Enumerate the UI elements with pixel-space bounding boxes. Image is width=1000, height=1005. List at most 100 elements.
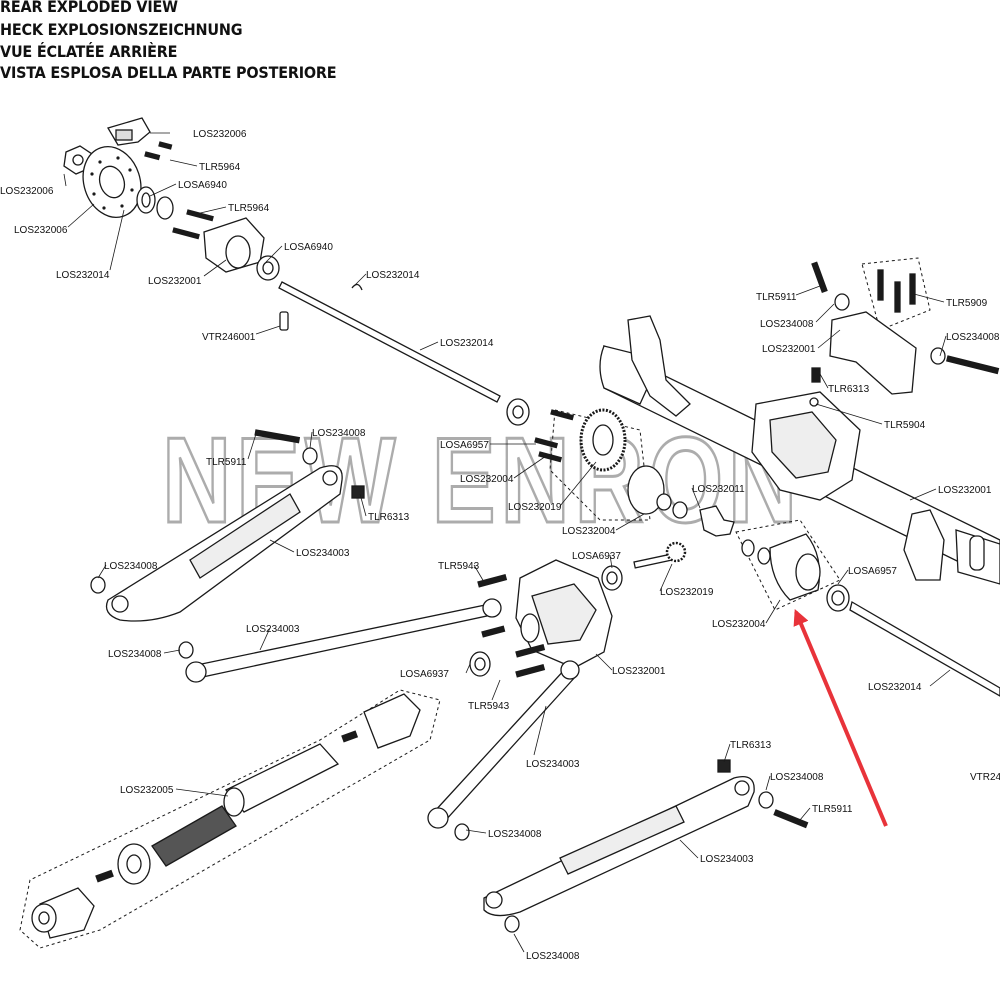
part-label: LOS232004: [712, 619, 766, 630]
part-label: VTR246001: [202, 332, 256, 343]
axle-bracket-right: [903, 509, 945, 581]
part-label: TLR5943: [438, 561, 480, 572]
part-label: LOS232001: [762, 344, 816, 355]
leader-line: [615, 513, 645, 531]
leader-line: [419, 341, 439, 351]
screws-tlr5964: [144, 141, 214, 240]
part-label: LOS232006: [14, 225, 68, 236]
leader-line: [799, 807, 811, 821]
spacer-ring: [156, 196, 174, 220]
part-label: TLR5911: [206, 457, 247, 468]
part-label: LOS234008: [108, 649, 162, 660]
leader-line: [247, 433, 257, 460]
leader-line: [815, 403, 883, 425]
part-label: LOS234008: [770, 772, 824, 783]
part-label: LOS232004: [562, 526, 616, 537]
tlr5909-box: [861, 257, 931, 331]
leader-line: [169, 159, 198, 167]
leader-line: [269, 539, 295, 553]
output-shaft-right: [849, 601, 1000, 697]
part-label: LOS232014: [366, 270, 420, 281]
part-label: LOS232001: [938, 485, 992, 496]
screw-tlr5911-right: [946, 355, 1000, 375]
diff-screws: [534, 409, 575, 463]
leader-line: [149, 183, 177, 197]
leader-line: [259, 627, 271, 651]
leader-line: [63, 173, 67, 187]
part-label: TLR6313: [368, 512, 410, 523]
part-labels: LOS232006TLR5964LOS232006LOSA6940LOS2320…: [0, 129, 1000, 962]
part-label: TLR5909: [946, 298, 988, 309]
leader-line: [723, 743, 731, 763]
leader-lines: [63, 132, 951, 953]
title-german: HECK EXPLOSIONSZEICHNUNG: [0, 20, 243, 39]
leader-line: [609, 554, 613, 569]
part-label: LOS232005: [120, 785, 174, 796]
rear-axle-shaft: [278, 281, 501, 403]
leader-line: [691, 487, 701, 509]
leader-line: [765, 599, 781, 624]
pinion-gear: [665, 541, 687, 563]
leader-line: [67, 203, 95, 228]
bushing-234008-b: [930, 347, 946, 365]
center-link-rod: [433, 667, 577, 823]
screw-tlr5904: [809, 397, 819, 407]
leader-line: [175, 788, 229, 797]
hex-nut-hole: [72, 154, 84, 166]
part-label: LOS234008: [946, 332, 1000, 343]
part-label: LOS234008: [760, 319, 814, 330]
part-label: LOSA6937: [572, 551, 621, 562]
leader-line: [97, 564, 107, 579]
part-label: LOS234008: [104, 561, 158, 572]
bushing-left-b: [90, 576, 106, 594]
part-label: LOS232004: [460, 474, 514, 485]
nut-right-6313: [717, 759, 731, 773]
upper-link-left: [178, 598, 502, 683]
part-label: LOS232001: [148, 276, 202, 287]
part-label: LOS232019: [660, 587, 714, 598]
red-indicator-arrow: [793, 609, 888, 827]
part-label: LOS234008: [526, 951, 580, 962]
driveshaft-dashed-outline: [19, 689, 441, 949]
leader-line: [203, 259, 227, 277]
brake-hub-assembly: [63, 117, 530, 426]
part-label: LOS234003: [526, 759, 580, 770]
leader-line: [465, 829, 487, 834]
leader-line: [817, 329, 841, 349]
leader-line: [195, 206, 227, 215]
part-label: LOS232011: [692, 484, 745, 495]
part-label: TLR5911: [812, 804, 853, 815]
driveshaft-assembly: [19, 689, 441, 949]
part-label: TLR5964: [199, 162, 241, 173]
screw-tlr5911-lower: [773, 809, 809, 829]
bushing-right-b: [504, 915, 520, 933]
leader-line: [819, 373, 829, 389]
bushing-right-a: [758, 791, 774, 809]
gear-dashed-box: [549, 409, 651, 521]
part-label: TLR5911: [756, 292, 797, 303]
brake-disc-holes: [90, 156, 134, 210]
upper-link-center: [427, 660, 580, 841]
title-english: REAR EXPLODED VIEW: [0, 0, 178, 16]
leader-line: [465, 663, 471, 674]
part-label: LOS234003: [246, 624, 300, 635]
yoke-top: [363, 693, 421, 749]
spider-gear: [699, 505, 735, 537]
leader-line: [513, 933, 525, 953]
bushing-left-a: [302, 447, 318, 465]
leader-line: [929, 669, 951, 687]
caliper-pad: [115, 129, 133, 141]
part-label: TLR5904: [884, 420, 926, 431]
leader-line: [939, 335, 947, 357]
title-italian: VISTA ESPLOSA DELLA PARTE POSTERIORE: [0, 63, 337, 82]
leader-line: [765, 775, 771, 791]
leader-line: [909, 488, 937, 501]
bushing-upper-left: [178, 641, 194, 659]
part-label: TLR6313: [828, 384, 870, 395]
leader-line: [163, 649, 181, 654]
part-label: LOS234003: [700, 854, 754, 865]
e-clip: [351, 283, 363, 291]
leader-line: [837, 569, 849, 585]
leader-line: [491, 679, 501, 701]
